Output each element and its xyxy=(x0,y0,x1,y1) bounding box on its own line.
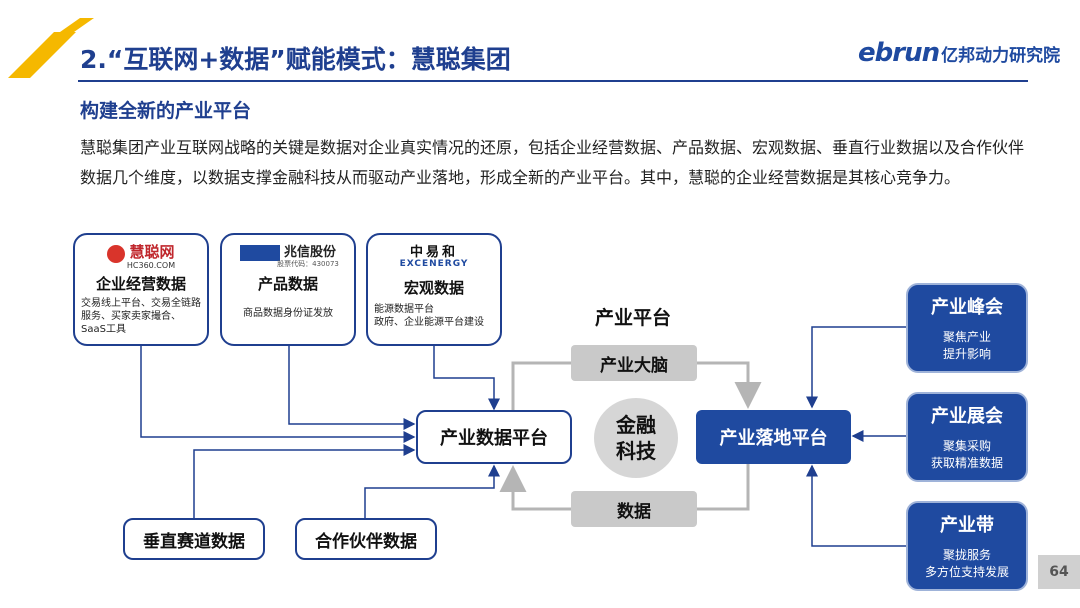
panpass-logo: 兆信股份 股票代码：430073 xyxy=(222,241,354,269)
industry-landing-platform-box: 产业落地平台 xyxy=(696,410,851,464)
panpass-badge-icon xyxy=(239,244,280,261)
industry-data-platform-box: 产业数据平台 xyxy=(416,410,572,464)
hc360-logo: 慧聪网 HC360.COM xyxy=(75,241,207,270)
intro-paragraph: 慧聪集团产业互联网战略的关键是数据对企业真实情况的还原，包括企业经营数据、产品数… xyxy=(80,138,1025,187)
fintech-circle: 金融 科技 xyxy=(594,398,678,478)
right-box-industry-belt: 产业带 聚拢服务 多方位支持发展 xyxy=(906,501,1028,591)
card-business-data: 慧聪网 HC360.COM 企业经营数据 交易线上平台、交易全链路服务、买家卖家… xyxy=(73,233,209,346)
hc360-sun-icon xyxy=(107,244,126,263)
card-desc: 商品数据身份证发放 xyxy=(243,308,333,319)
vertical-data-box: 垂直赛道数据 xyxy=(123,518,265,560)
right-box-summit: 产业峰会 聚焦产业 提升影响 xyxy=(906,283,1028,373)
partner-data-box: 合作伙伴数据 xyxy=(295,518,437,560)
excenergy-logo: 中易和 EXCENERGY xyxy=(399,245,469,269)
page-title: 2.“互联网+数据”赋能模式：慧聪集团 xyxy=(80,45,511,74)
card-desc: 交易线上平台、交易全链路服务、买家卖家撮合、SaaS工具 xyxy=(81,298,201,335)
card-title: 宏观数据 xyxy=(403,279,464,297)
title-underline xyxy=(78,80,1028,82)
page-number: 64 xyxy=(1038,555,1080,589)
card-title: 企业经营数据 xyxy=(95,275,186,293)
industry-brain-box: 产业大脑 xyxy=(571,345,697,381)
platform-label: 产业平台 xyxy=(595,307,672,329)
card-desc: 能源数据平台 政府、企业能源平台建设 xyxy=(374,304,484,328)
header-stripe-decoration xyxy=(8,18,94,78)
brand-logo-cn: 亿邦动力研究院 xyxy=(941,46,1061,66)
data-box: 数据 xyxy=(571,491,697,527)
brand-logo-en: ebrun xyxy=(858,38,940,68)
right-box-expo: 产业展会 聚集采购 获取精准数据 xyxy=(906,392,1028,482)
card-product-data: 兆信股份 股票代码：430073 产品数据 商品数据身份证发放 xyxy=(220,233,356,346)
card-macro-data: 中易和 EXCENERGY 宏观数据 能源数据平台 政府、企业能源平台建设 xyxy=(366,233,502,346)
card-title: 产品数据 xyxy=(257,275,318,293)
section-subtitle: 构建全新的产业平台 xyxy=(80,100,252,122)
